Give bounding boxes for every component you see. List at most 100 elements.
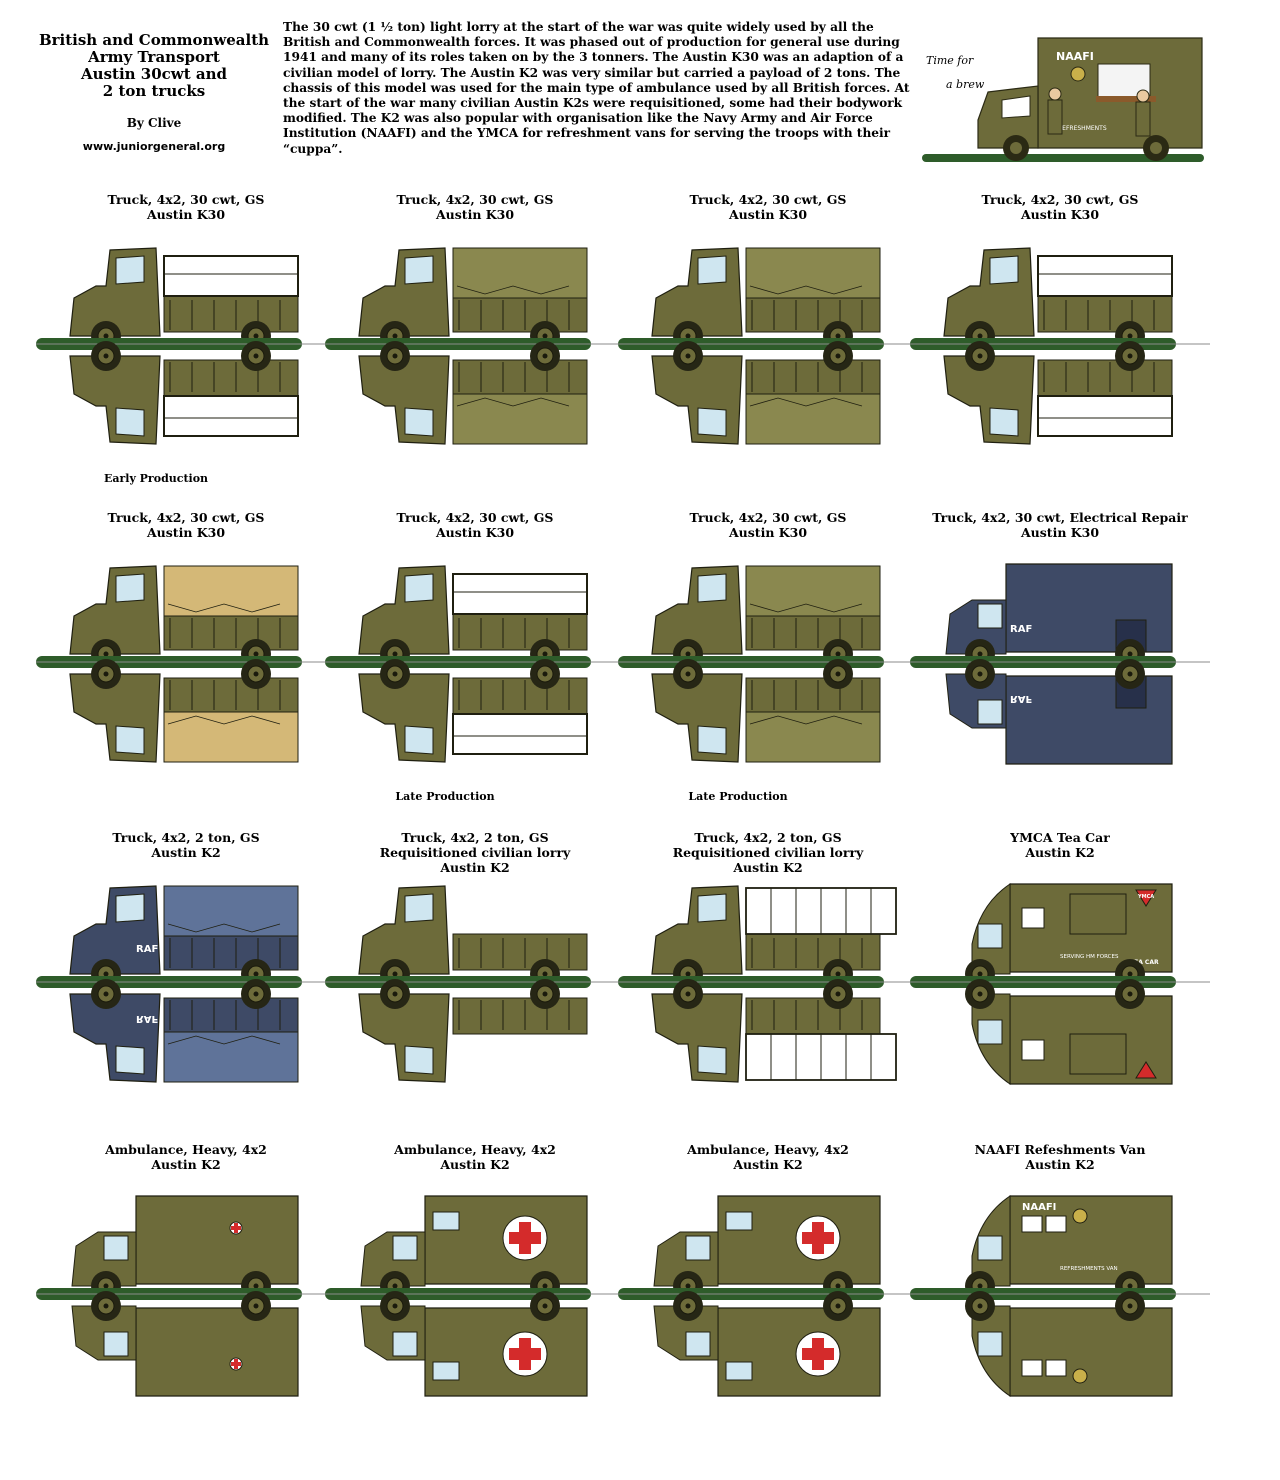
page-title: British and Commonwealth Army Transport … bbox=[36, 32, 272, 100]
author-byline: By Clive bbox=[126, 116, 182, 130]
vehicle-drawing bbox=[325, 1195, 625, 1397]
vehicle-side-view bbox=[943, 247, 1173, 351]
vehicle-top-view bbox=[69, 659, 299, 763]
caption-line1: Truck, 4x2, 30 cwt, GS bbox=[396, 510, 554, 525]
caption-line2: Austin K30 bbox=[146, 525, 226, 540]
wheel-icon bbox=[530, 1291, 560, 1321]
vehicle-side-view bbox=[653, 1195, 881, 1301]
vehicle-side-view bbox=[651, 885, 897, 989]
wheel-icon bbox=[823, 979, 853, 1009]
wheel-icon bbox=[241, 979, 271, 1009]
wheel-icon bbox=[530, 341, 560, 371]
vehicle-drawing bbox=[618, 247, 918, 445]
vehicle-side-view bbox=[71, 1195, 299, 1301]
caption-line2: Austin K30 bbox=[435, 525, 515, 540]
caption-line1: Truck, 4x2, 30 cwt, GS bbox=[396, 192, 554, 207]
vehicle-drawing bbox=[36, 1195, 336, 1397]
caption-line1: Truck, 4x2, 2 ton, GS bbox=[401, 830, 549, 845]
title-line-4: 2 ton trucks bbox=[102, 82, 206, 100]
caption-line1: Ambulance, Heavy, 4x2 bbox=[105, 1142, 267, 1157]
caption-line1: Truck, 4x2, 30 cwt, GS bbox=[689, 192, 847, 207]
hero-sign-line2: a brew bbox=[946, 78, 985, 91]
caption-line2: Austin K2 bbox=[733, 1157, 803, 1172]
caption-line2: Austin K2 bbox=[151, 845, 221, 860]
caption-line1: Truck, 4x2, 2 ton, GS bbox=[112, 830, 260, 845]
wheel-icon bbox=[965, 341, 995, 371]
vehicle-drawing bbox=[325, 565, 625, 763]
vehicle-top-view bbox=[651, 979, 897, 1083]
vehicle-top-view bbox=[651, 341, 881, 445]
wheel-icon bbox=[673, 341, 703, 371]
raf-marking: RAF bbox=[136, 944, 158, 955]
intro-paragraph: The 30 cwt (1 ½ ton) light lorry at the … bbox=[283, 20, 910, 156]
vehicle-side-view: RAF bbox=[945, 563, 1173, 669]
wheel-icon bbox=[1115, 979, 1145, 1009]
vehicle-top-view bbox=[358, 979, 588, 1083]
vehicle-drawing: RAF RAF bbox=[36, 885, 336, 1083]
hero-illustration: Time for a brew NAAFI REFRESHMENTS bbox=[918, 30, 1208, 170]
vehicle-top-view bbox=[965, 1291, 1173, 1397]
vehicle-side-view: RAF bbox=[69, 885, 299, 989]
caption-line2: Austin K2 bbox=[1025, 1157, 1095, 1172]
vehicle-side-view bbox=[69, 247, 299, 351]
title-line-1: British and Commonwealth bbox=[38, 31, 270, 49]
caption-line1: Truck, 4x2, 30 cwt, GS bbox=[107, 192, 265, 207]
wheel-icon bbox=[823, 341, 853, 371]
caption-line2: Austin K2 bbox=[440, 1157, 510, 1172]
vehicle-top-view bbox=[358, 341, 588, 445]
caption-line1: Ambulance, Heavy, 4x2 bbox=[687, 1142, 849, 1157]
caption-line2: Austin K30 bbox=[1020, 207, 1100, 222]
wheel-icon bbox=[91, 1291, 121, 1321]
caption-line2: Austin K30 bbox=[728, 207, 808, 222]
vehicle-side-view bbox=[358, 565, 588, 669]
website-link[interactable]: www.juniorgeneral.org bbox=[82, 140, 226, 153]
raf-marking: RAF bbox=[136, 1013, 158, 1024]
vehicle-drawing bbox=[618, 885, 918, 1083]
wheel-icon bbox=[380, 1291, 410, 1321]
naafi-van-scene-icon: Time for a brew NAAFI REFRESHMENTS bbox=[922, 37, 1204, 162]
vehicle-drawing bbox=[36, 247, 336, 445]
production-note: Early Production bbox=[103, 472, 209, 485]
production-note: Late Production bbox=[688, 790, 788, 803]
caption-line1: Truck, 4x2, 30 cwt, GS bbox=[689, 510, 847, 525]
wheel-icon bbox=[241, 659, 271, 689]
production-note: Late Production bbox=[395, 790, 495, 803]
vehicle-sign: YMCA bbox=[1137, 894, 1154, 900]
caption-line1: Truck, 4x2, 2 ton, GS bbox=[694, 830, 842, 845]
hero-sign-line1: Time for bbox=[926, 54, 974, 67]
vehicle-top-view bbox=[360, 1291, 588, 1397]
caption-line1: Truck, 4x2, 30 cwt, Electrical Repair bbox=[932, 510, 1188, 525]
vehicle-side-view bbox=[651, 565, 881, 669]
wheel-icon bbox=[91, 979, 121, 1009]
caption-line1: NAAFI Refeshments Van bbox=[974, 1142, 1146, 1157]
hero-naafi-label: NAAFI bbox=[1056, 50, 1094, 63]
wheel-icon bbox=[380, 659, 410, 689]
wheel-icon bbox=[1115, 341, 1145, 371]
wheel-icon bbox=[673, 1291, 703, 1321]
wheel-icon bbox=[965, 1291, 995, 1321]
vehicle-top-view bbox=[358, 659, 588, 763]
vehicle-top-view: RAF bbox=[945, 659, 1173, 765]
vehicle-drawing bbox=[910, 247, 1210, 445]
